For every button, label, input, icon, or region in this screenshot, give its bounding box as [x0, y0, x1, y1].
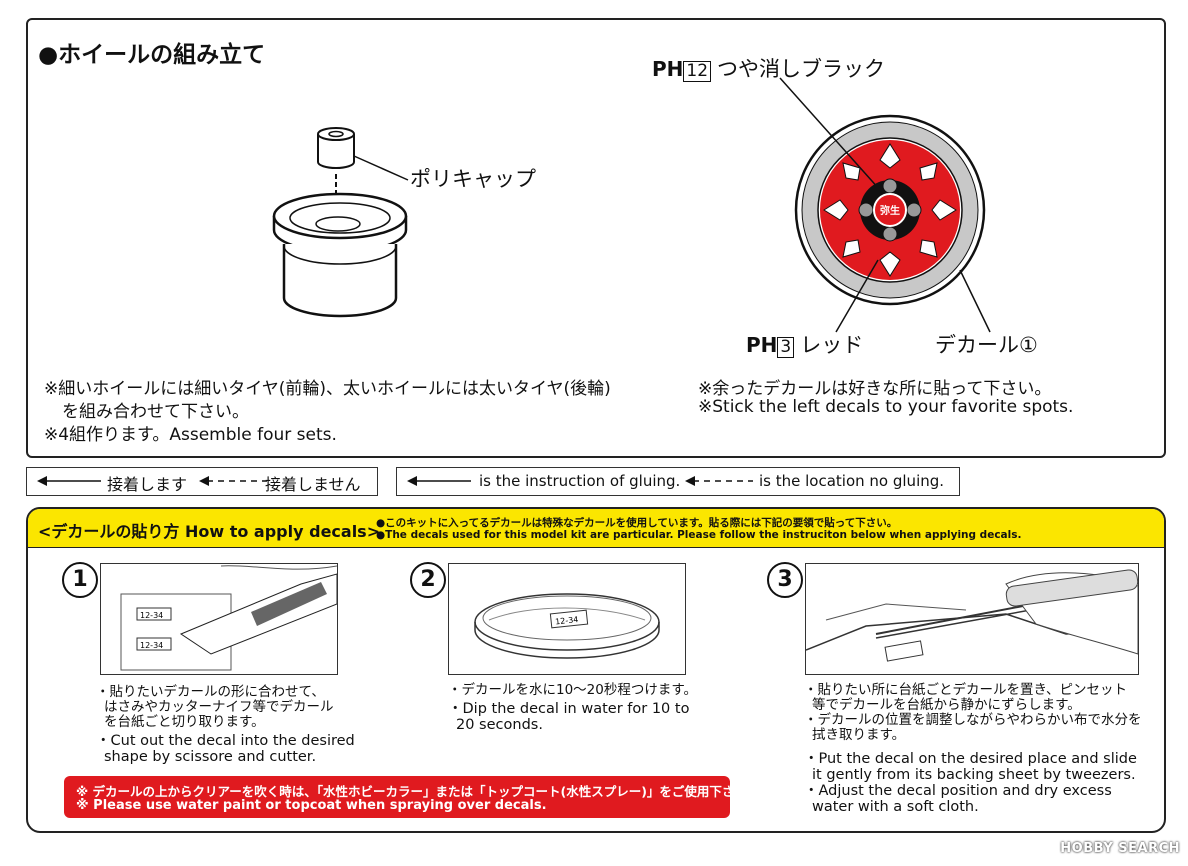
- step-1-number: 1: [62, 562, 98, 598]
- step-3-number: 3: [767, 562, 803, 598]
- polycap-label: ポリキャップ: [410, 167, 536, 191]
- polycap-leader-line: [353, 155, 409, 181]
- note-leftover-en: ※Stick the left decals to your favorite …: [698, 397, 1074, 417]
- step-1-en-line-2: shape by scissore and cutter.: [104, 749, 317, 765]
- decal-sample: 12-34: [555, 615, 579, 626]
- legend-glue-en: is the instruction of gluing.: [479, 472, 681, 490]
- step-3-image: [805, 563, 1139, 675]
- note-leftover-jp: ※余ったデカールは好きな所に貼って下さい。: [698, 379, 1052, 399]
- decal-header-note-jp: ●このキットに入ってるデカールは特殊なデカールを使用しています。貼る際には下記の…: [376, 517, 898, 529]
- paint-code-number: 3: [777, 337, 795, 358]
- decal-sample: 12-34: [140, 641, 163, 650]
- watermark: HOBBY SEARCH: [1060, 841, 1180, 856]
- step-1-en-line-1: ・Cut out the decal into the desired: [96, 733, 355, 749]
- step-3-en-line-3: ・Adjust the decal position and dry exces…: [804, 783, 1112, 799]
- step-2-en-line-1: ・Dip the decal in water for 10 to: [448, 701, 690, 717]
- step-2-image: 12-34: [448, 563, 686, 675]
- no-glue-arrow-icon: [685, 476, 753, 486]
- decal-label: デカール①: [935, 333, 1038, 357]
- legend-jp: 接着します 接着しません: [26, 467, 378, 496]
- step-3-en-line-4: water with a soft cloth.: [812, 799, 979, 815]
- step-1-jp-line-2: はさみやカッターナイフ等でデカール: [104, 699, 334, 715]
- step-2-en-line-2: 20 seconds.: [456, 717, 543, 733]
- warning-en: ※ Please use water paint or topcoat when…: [76, 798, 547, 813]
- step-3-jp-line-3: ・デカールの位置を調整しながらやわらかい布で水分を: [804, 712, 1142, 728]
- polycap-wheel-illustration: [272, 127, 408, 318]
- legend-noglue-jp: 接着しません: [265, 475, 361, 494]
- note-tire-line-1: ※細いホイールには細いタイヤ(前輪)、太いホイールには太いタイヤ(後輪): [44, 379, 611, 399]
- decal-header-note-en: ●The decals used for this model kit are …: [376, 529, 1022, 541]
- note-tire-line-2: を組み合わせて下さい。: [62, 402, 249, 422]
- cut-decal-illustration: 12-34 12-34: [120, 565, 338, 671]
- decal-header-bar: [28, 509, 1164, 548]
- decal-header: <デカールの貼り方 How to apply decals>: [38, 522, 381, 541]
- hub-emblem: 弥生: [880, 204, 900, 217]
- clearcoat-warning: ※ デカールの上からクリアーを吹く時は、「水性ホビーカラー」または「トップコート…: [64, 776, 759, 818]
- step-3-jp-line-4: 拭き取ります。: [812, 727, 906, 743]
- wheel-leader-lines: [779, 77, 991, 333]
- step-3-jp-line-2: 等でデカールを台紙から静かにずらします。: [812, 697, 1081, 713]
- note-sets: ※4組作ります。Assemble four sets.: [44, 425, 337, 445]
- step-2-number: 2: [410, 562, 446, 598]
- step-3-jp-line-1: ・貼りたい所に台紙ごとデカールを置き、ピンセット: [804, 682, 1128, 698]
- glue-arrow-icon: [407, 476, 471, 486]
- water-dish-illustration: 12-34: [474, 593, 660, 659]
- legend-glue-jp: 接着します: [107, 475, 188, 494]
- legend-en: is the instruction of gluing. is the loc…: [396, 467, 960, 496]
- paint-name: レッド: [800, 333, 864, 357]
- step-2-jp-line-1: ・デカールを水に10～20秒程つけます。: [448, 682, 698, 698]
- step-1-jp-line-3: を台紙ごと切り取ります。: [104, 714, 265, 730]
- wheel-illustration: 弥生: [794, 114, 986, 306]
- paint-code-ph: PH: [746, 333, 778, 357]
- section-title: ●ホイールの組み立て: [38, 42, 266, 68]
- no-glue-arrow-icon: [199, 476, 267, 486]
- paint-code-number: 12: [683, 61, 712, 82]
- warning-jp: ※ デカールの上からクリアーを吹く時は、「水性ホビーカラー」または「トップコート…: [76, 784, 760, 799]
- step-3-en-line-1: ・Put the decal on the desired place and …: [804, 751, 1137, 767]
- step-1-jp-line-1: ・貼りたいデカールの形に合わせて、: [96, 684, 325, 700]
- paint-code-ph: PH: [652, 57, 684, 81]
- glue-arrow-icon: [37, 476, 101, 486]
- step-3-en-line-2: it gently from its backing sheet by twee…: [812, 767, 1136, 783]
- step-1-image: 12-34 12-34: [100, 563, 338, 675]
- apply-decal-illustration: [805, 569, 1139, 662]
- legend-noglue-en: is the location no gluing.: [759, 472, 945, 490]
- paint-name: つや消しブラック: [717, 57, 886, 81]
- decal-sample: 12-34: [140, 611, 163, 620]
